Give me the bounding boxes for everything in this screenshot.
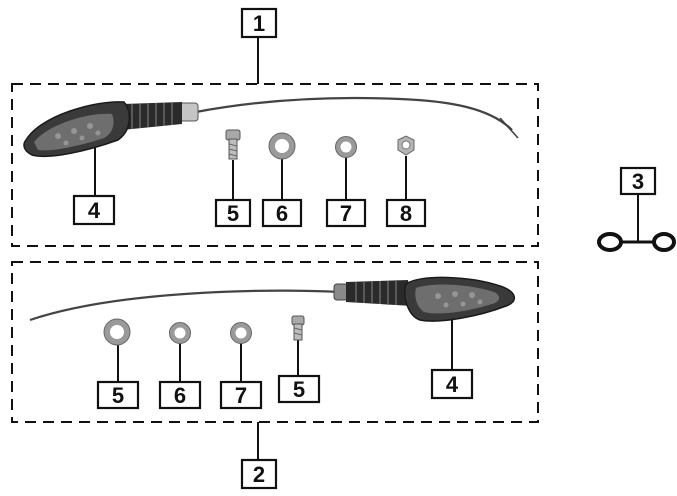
callout-5-upper-label: 5 (227, 201, 239, 226)
assembly-2-frame (11, 261, 539, 423)
washer-small-upper (335, 136, 357, 158)
screw-lower (291, 315, 305, 341)
callout-5-lower-b: 5 (277, 374, 321, 404)
callout-4-upper: 4 (72, 194, 116, 226)
callout-6-upper-label: 6 (276, 201, 288, 226)
callout-3-label: 3 (632, 169, 644, 194)
callout-1: 1 (240, 7, 278, 39)
callout-7-lower-label: 7 (235, 383, 247, 408)
callout-5-lower-b-label: 5 (293, 377, 305, 402)
turn-signal-lamp-upper (23, 96, 519, 158)
callout-7-upper: 7 (325, 198, 367, 228)
callout-1-label: 1 (253, 11, 265, 36)
callout-6-lower-label: 6 (174, 383, 186, 408)
nut-upper (397, 135, 415, 156)
callout-6-lower: 6 (158, 380, 202, 410)
callout-3: 3 (619, 166, 657, 196)
callout-8-upper: 8 (385, 198, 427, 228)
washer-large-lower (103, 318, 131, 346)
callout-8-upper-label: 8 (400, 201, 412, 226)
screw-upper (225, 129, 241, 160)
turn-signal-lamp-lower (29, 276, 515, 322)
assembly-1-frame (11, 83, 539, 247)
washer-large-upper (268, 132, 296, 160)
washer-medium-lower (169, 322, 191, 344)
leader-lines (94, 37, 639, 460)
callout-4-lower-label: 4 (446, 372, 459, 397)
callout-5-lower-a-label: 5 (112, 383, 124, 408)
callout-7-lower: 7 (219, 380, 263, 410)
connector-part (597, 232, 676, 252)
callout-4-lower: 4 (430, 368, 474, 400)
callout-6-upper: 6 (261, 198, 303, 228)
callout-7-upper-label: 7 (340, 201, 352, 226)
callout-2: 2 (240, 458, 278, 490)
callout-4-upper-label: 4 (88, 198, 101, 223)
callout-2-label: 2 (253, 462, 265, 487)
callout-5-lower-a: 5 (96, 380, 140, 410)
callout-5-upper: 5 (214, 198, 252, 228)
washer-small-lower (230, 322, 252, 344)
